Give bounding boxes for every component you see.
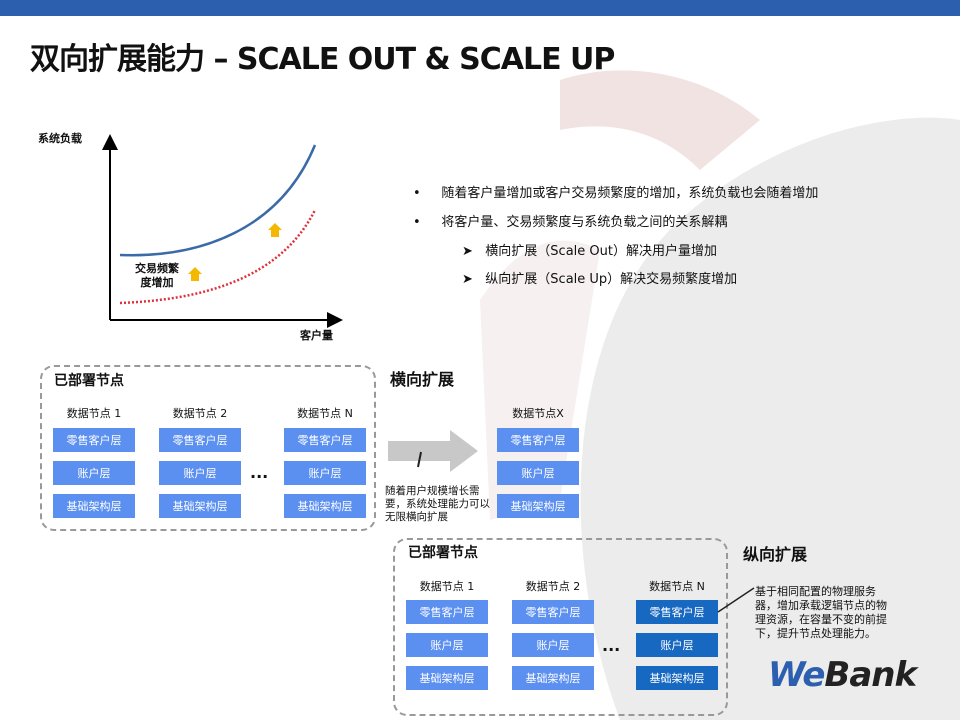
top-bar [0, 0, 960, 16]
scale-up-title: 纵向扩展 [743, 545, 808, 564]
layer-infra: 基础架构层 [284, 494, 366, 518]
scale-up-desc: 基于相同配置的物理服务器，增加承载逻辑节点的物理资源，在容量不变的前提下，提升节… [755, 585, 887, 640]
bullet-text: 横向扩展（Scale Out）解决用户量增加 [485, 244, 717, 259]
layer-account: 账户层 [284, 461, 366, 485]
chart-xlabel: 客户量 [300, 329, 333, 342]
layer-infra: 基础架构层 [406, 666, 488, 690]
node-label: 数据节点 2 [525, 580, 581, 593]
up-arrow-icon [188, 267, 202, 281]
layer-infra: 基础架构层 [159, 494, 241, 518]
group-title: 已部署节点 [54, 373, 124, 389]
layer-retail-upgraded: 零售客户层 [636, 600, 718, 624]
ellipsis: ... [250, 463, 269, 482]
layer-infra-upgraded: 基础架构层 [636, 666, 718, 690]
curve-scale-up [119, 209, 317, 305]
layer-infra: 基础架构层 [512, 666, 594, 690]
layer-account: 账户层 [406, 633, 488, 657]
layer-retail: 零售客户层 [497, 428, 579, 452]
up-arrow-icon [268, 223, 282, 237]
bullet-1: • 随着客户量增加或客户交易频繁度的增加，系统负载也会随着增加 [413, 186, 819, 201]
node-label: 数据节点 N [649, 580, 705, 593]
deployed-nodes-group-1 [40, 365, 376, 531]
ellipsis: ... [602, 636, 621, 655]
layer-infra: 基础架构层 [53, 494, 135, 518]
right-arrow-icon [388, 430, 478, 472]
layer-account: 账户层 [497, 461, 579, 485]
callout-line [717, 587, 755, 613]
layer-retail: 零售客户层 [284, 428, 366, 452]
node-label: 数据节点 1 [66, 407, 122, 420]
node-label: 数据节点 1 [419, 580, 475, 593]
node-label: 数据节点X [512, 407, 564, 420]
group-title: 已部署节点 [408, 545, 478, 561]
node-label: 数据节点 2 [172, 407, 228, 420]
sub-bullet-2: ➤ 纵向扩展（Scale Up）解决交易频繁度增加 [462, 272, 738, 287]
scale-out-title: 横向扩展 [390, 370, 455, 389]
node-label: 数据节点 N [297, 407, 353, 420]
load-chart [102, 134, 343, 328]
bullet-2: • 将客户量、交易频繁度与系统负载之间的关系解耦 [413, 215, 728, 230]
layer-retail: 零售客户层 [512, 600, 594, 624]
layer-retail: 零售客户层 [406, 600, 488, 624]
chart-annotation: 交易频繁 度增加 [135, 262, 179, 289]
bullet-text: 将客户量、交易频繁度与系统负载之间的关系解耦 [441, 215, 728, 230]
chart-ylabel: 系统负载 [38, 132, 82, 145]
layer-account: 账户层 [159, 461, 241, 485]
sub-bullet-1: ➤ 横向扩展（Scale Out）解决用户量增加 [462, 244, 717, 259]
layer-retail: 零售客户层 [159, 428, 241, 452]
layer-account-upgraded: 账户层 [636, 633, 718, 657]
deployed-nodes-group-2 [393, 538, 728, 716]
layer-account: 账户层 [512, 633, 594, 657]
layer-infra: 基础架构层 [497, 494, 579, 518]
scale-out-desc: 随着用户规模增长需要，系统处理能力可以无限横向扩展 [385, 485, 490, 523]
layer-account: 账户层 [53, 461, 135, 485]
bullet-text: 纵向扩展（Scale Up）解决交易频繁度增加 [485, 272, 738, 287]
webank-logo: WeBank [768, 655, 917, 695]
layer-retail: 零售客户层 [53, 428, 135, 452]
curve-scale-out [119, 144, 317, 257]
bullet-text: 随着客户量增加或客户交易频繁度的增加，系统负载也会随着增加 [441, 186, 819, 201]
page-title: 双向扩展能力 – SCALE OUT & SCALE UP [30, 42, 615, 77]
